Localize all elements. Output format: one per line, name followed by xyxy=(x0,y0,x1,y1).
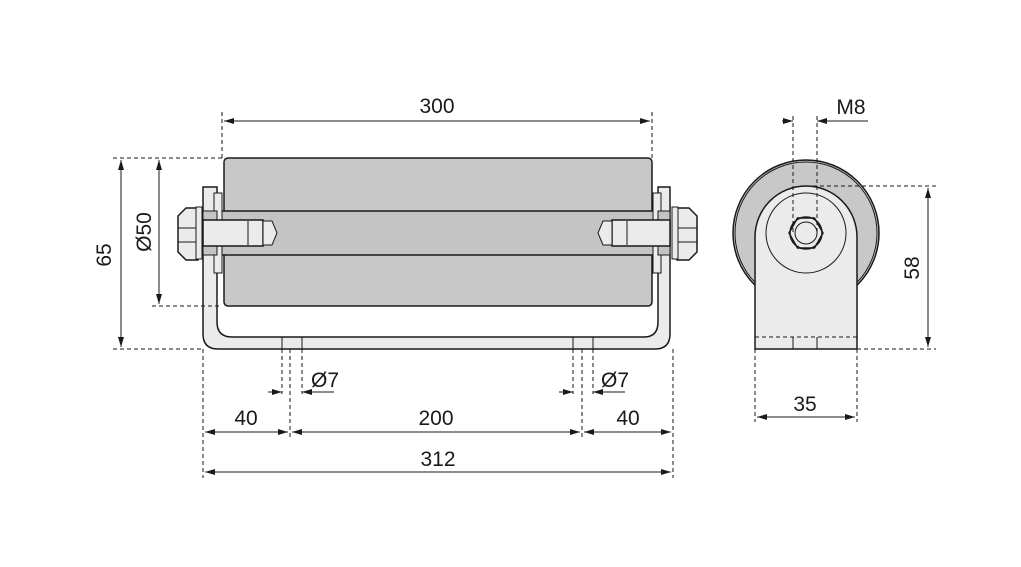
dim-thread: M8 xyxy=(836,96,865,119)
front-dimensions: 300 65 Ø50 Ø7 Ø7 40 200 40 312 xyxy=(93,95,674,478)
front-view xyxy=(177,157,698,350)
dim-roller-length: 300 xyxy=(419,95,454,118)
dim-hole-spacing: 200 xyxy=(418,407,453,430)
dim-overall-length: 312 xyxy=(420,448,455,471)
bolt-right xyxy=(597,206,698,261)
side-dimensions: M8 58 35 xyxy=(754,96,936,422)
bracket-side xyxy=(754,185,858,350)
dim-edge-left: 40 xyxy=(234,407,257,430)
dim-hole-right: Ø7 xyxy=(601,369,629,392)
axle-shaft xyxy=(204,210,670,256)
u-bracket xyxy=(202,186,671,350)
dim-axle-height: 58 xyxy=(901,256,924,279)
dim-overall-height: 65 xyxy=(93,243,116,266)
dim-bracket-width: 35 xyxy=(793,393,816,416)
bolt-left xyxy=(177,206,278,261)
dim-hole-left: Ø7 xyxy=(311,369,339,392)
side-view xyxy=(732,159,880,350)
dim-roller-diameter: Ø50 xyxy=(133,212,156,252)
dim-edge-right: 40 xyxy=(616,407,639,430)
